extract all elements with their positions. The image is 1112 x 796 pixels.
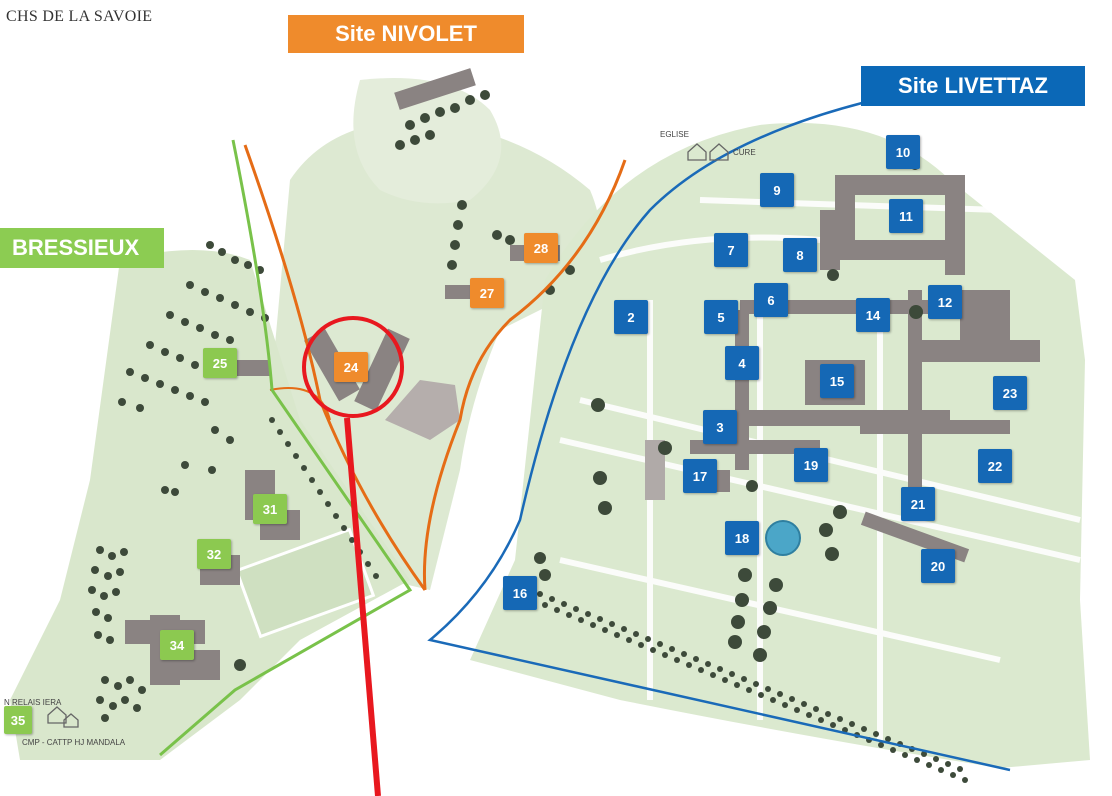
building-marker[interactable]: 35 [4,706,32,734]
cure-label: CURE [733,148,756,157]
building-marker[interactable]: 21 [901,487,935,521]
cmp-label: CMP - CATTP HJ MANDALA [22,738,126,747]
building-marker[interactable]: 34 [160,630,194,660]
building-marker[interactable]: 25 [203,348,237,378]
building-marker[interactable]: 11 [889,199,923,233]
relais-label: N RELAIS IERA [4,698,62,707]
building-marker[interactable]: 18 [725,521,759,555]
tree-row [537,591,968,783]
building-marker[interactable]: 2 [614,300,648,334]
building-marker[interactable]: 14 [856,298,890,332]
building-marker[interactable]: 16 [503,576,537,610]
highlight-circle [302,316,404,418]
bressieux-ground [10,250,410,760]
building-marker[interactable]: 15 [820,364,854,398]
building-marker[interactable]: 17 [683,459,717,493]
bressieux-boundary [159,139,413,757]
building-marker[interactable]: 9 [760,173,794,207]
building-marker[interactable]: 12 [928,285,962,319]
building-marker[interactable]: 8 [783,238,817,272]
building-marker[interactable]: 32 [197,539,231,569]
building-marker[interactable]: 19 [794,448,828,482]
eglise-label: EGLISE [660,130,689,139]
highlight-pointer [344,417,381,796]
building-marker[interactable]: 27 [470,278,504,308]
building-marker[interactable]: 4 [725,346,759,380]
building-marker[interactable]: 24 [334,352,368,382]
hill-ground [353,78,502,204]
building-marker[interactable]: 23 [993,376,1027,410]
site-livettaz-label: Site LIVETTAZ [861,66,1085,106]
building-marker[interactable]: 31 [253,494,287,524]
site-bressieux-label: BRESSIEUX [0,228,164,268]
building-marker[interactable]: 5 [704,300,738,334]
building-marker[interactable]: 7 [714,233,748,267]
building-marker[interactable]: 22 [978,449,1012,483]
nivolet-boundary-right [422,159,627,591]
livettaz-boundary [427,101,1011,772]
building-marker[interactable]: 3 [703,410,737,444]
building-marker[interactable]: 10 [886,135,920,169]
building-marker[interactable]: 6 [754,283,788,317]
house-icons-top [47,143,729,728]
building-marker[interactable]: 28 [524,233,558,263]
pond [765,520,801,556]
page-title: CHS DE LA SAVOIE [6,8,153,25]
site-nivolet-label: Site NIVOLET [288,15,524,53]
building-marker[interactable]: 20 [921,549,955,583]
